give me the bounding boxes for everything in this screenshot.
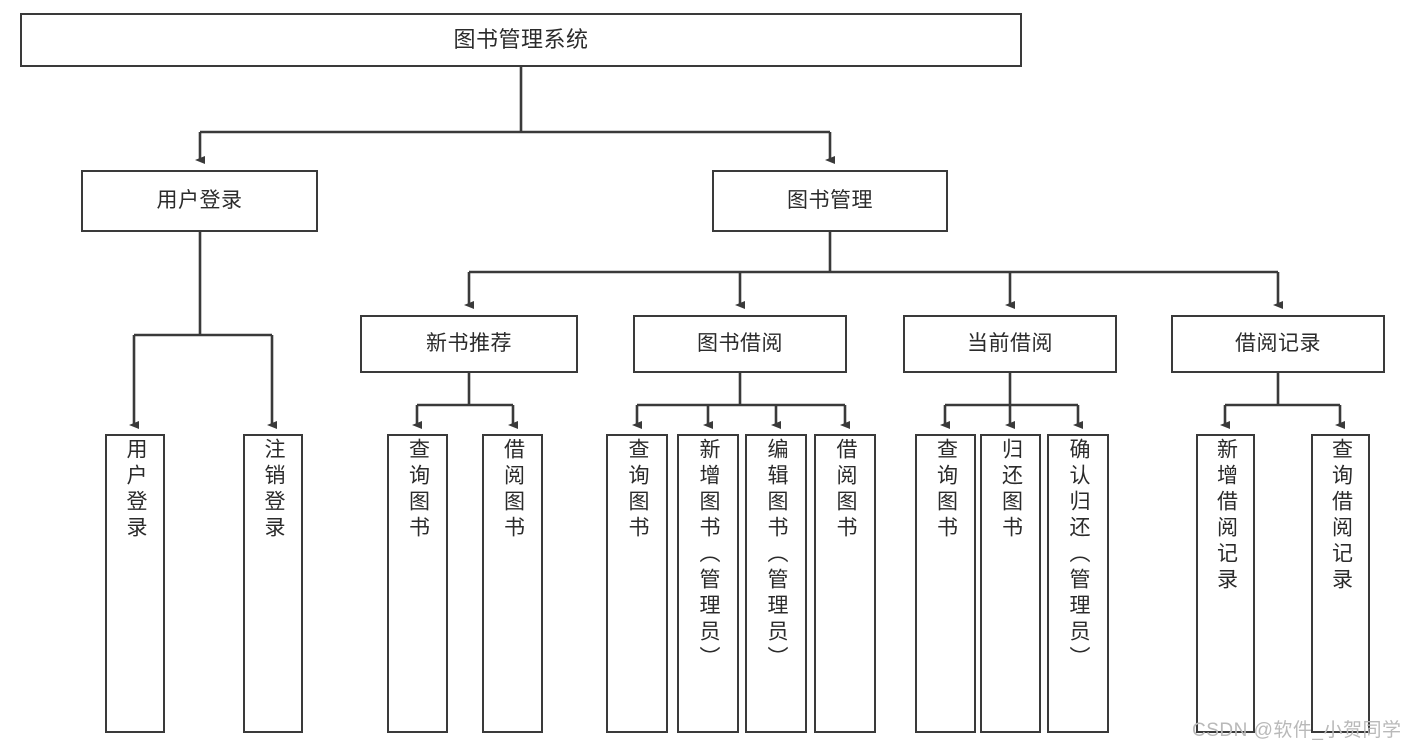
node-leaf-borrow-book-rec-label: 借阅图书 — [501, 438, 525, 542]
csdn-watermark: CSDN @软件_小贺同学 — [1192, 720, 1402, 741]
node-leaf-borrow-book[interactable]: 借阅图书 — [814, 434, 876, 733]
node-leaf-user-login[interactable]: 用户登录 — [105, 434, 165, 733]
node-leaf-return-book-label: 归还图书 — [999, 438, 1023, 542]
node-new-book-rec[interactable]: 新书推荐 — [360, 315, 578, 373]
node-leaf-query-book-rec[interactable]: 查询图书 — [387, 434, 448, 733]
node-leaf-add-borrow-record[interactable]: 新增借阅记录 — [1196, 434, 1255, 733]
node-leaf-query-book-borrow[interactable]: 查询图书 — [606, 434, 668, 733]
node-leaf-return-book[interactable]: 归还图书 — [980, 434, 1041, 733]
node-borrow-record-label: 借阅记录 — [1235, 332, 1321, 356]
node-leaf-query-borrow-record[interactable]: 查询借阅记录 — [1311, 434, 1370, 733]
node-user-login[interactable]: 用户登录 — [81, 170, 318, 232]
node-borrow-record[interactable]: 借阅记录 — [1171, 315, 1385, 373]
node-leaf-query-book-current[interactable]: 查询图书 — [915, 434, 976, 733]
node-book-borrow-label: 图书借阅 — [697, 332, 783, 356]
node-leaf-user-login-label: 用户登录 — [124, 438, 148, 542]
node-leaf-add-book-admin-label: 新增图书（管理员） — [697, 438, 721, 672]
node-new-book-rec-label: 新书推荐 — [426, 332, 512, 356]
node-leaf-confirm-return-admin[interactable]: 确认归还（管理员） — [1047, 434, 1109, 733]
node-book-manage-label: 图书管理 — [787, 189, 873, 213]
node-leaf-edit-book-admin[interactable]: 编辑图书（管理员） — [745, 434, 807, 733]
node-book-manage[interactable]: 图书管理 — [712, 170, 948, 232]
node-leaf-confirm-return-admin-label: 确认归还（管理员） — [1067, 438, 1091, 672]
node-current-borrow[interactable]: 当前借阅 — [903, 315, 1117, 373]
node-leaf-logout[interactable]: 注销登录 — [243, 434, 303, 733]
node-leaf-borrow-book-label: 借阅图书 — [834, 438, 858, 542]
node-leaf-query-book-current-label: 查询图书 — [934, 438, 958, 542]
node-root[interactable]: 图书管理系统 — [20, 13, 1022, 67]
node-current-borrow-label: 当前借阅 — [967, 332, 1053, 356]
node-root-label: 图书管理系统 — [453, 26, 589, 52]
node-leaf-edit-book-admin-label: 编辑图书（管理员） — [765, 438, 789, 672]
node-leaf-logout-label: 注销登录 — [262, 438, 286, 542]
node-user-login-label: 用户登录 — [156, 189, 243, 213]
node-leaf-query-book-rec-label: 查询图书 — [406, 438, 430, 542]
node-leaf-query-borrow-record-label: 查询借阅记录 — [1329, 438, 1353, 594]
node-leaf-query-book-borrow-label: 查询图书 — [626, 438, 650, 542]
node-leaf-add-book-admin[interactable]: 新增图书（管理员） — [677, 434, 739, 733]
node-leaf-borrow-book-rec[interactable]: 借阅图书 — [482, 434, 543, 733]
node-leaf-add-borrow-record-label: 新增借阅记录 — [1214, 438, 1238, 594]
node-book-borrow[interactable]: 图书借阅 — [633, 315, 847, 373]
